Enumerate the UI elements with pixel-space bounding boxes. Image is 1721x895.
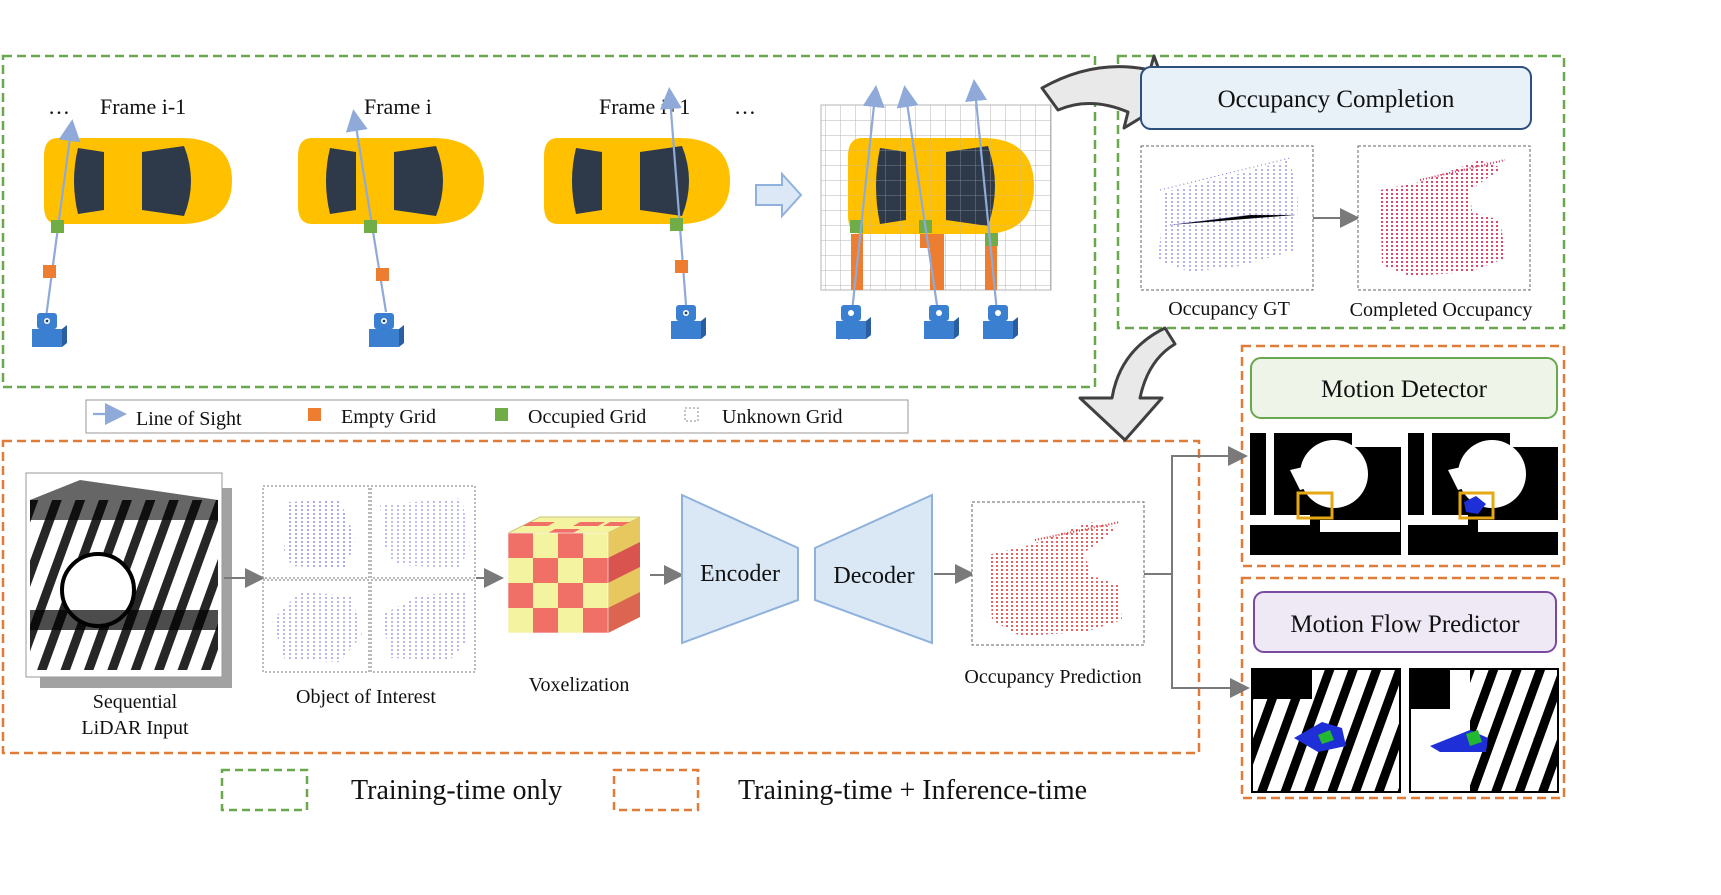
completion-title: Occupancy Completion: [1218, 86, 1455, 113]
training-only-region-completion: [1116, 54, 1566, 330]
occupied-cell: [364, 220, 377, 233]
branch-connector: [1171, 574, 1250, 698]
legend-line-of-sight: Line of Sight: [136, 408, 242, 430]
legend-empty-grid: Empty Grid: [341, 406, 436, 428]
legend-training-inference: Training-time + Inference-time: [738, 775, 1087, 806]
voxel-cube: [507, 516, 641, 634]
completed-occupancy-label: Completed Occupancy: [1350, 299, 1533, 321]
aggregate-arrow: [755, 171, 803, 219]
ellipsis-left: …: [48, 94, 70, 119]
car-frame-cur: [298, 138, 484, 224]
objects-of-interest: [262, 485, 476, 673]
car-frame-next: [544, 138, 730, 224]
motion-flow-bev-right: [1409, 668, 1559, 793]
legend-orange-swatch: [612, 768, 700, 812]
motion-detector-title-box: [1250, 357, 1558, 419]
motion-flow-title: Motion Flow Predictor: [1290, 611, 1520, 638]
motion-detector-title: Motion Detector: [1321, 376, 1488, 403]
training-only-region-top: [1, 54, 1097, 389]
completed-occupancy-points: [1380, 159, 1506, 276]
legend-occupied-icon: [495, 408, 508, 421]
sensor-frame-next: [671, 305, 706, 339]
empty-cell: [376, 268, 389, 281]
legend-occupied-grid: Occupied Grid: [528, 406, 646, 428]
inference-region-pipeline: [1, 439, 1201, 755]
occupancy-gt-label: Occupancy GT: [1168, 298, 1290, 320]
frame-next-label: Frame i+1: [599, 94, 690, 119]
branch-connector: [1144, 446, 1248, 575]
legend-empty-icon: [308, 408, 321, 421]
completion-title-box: [1140, 66, 1532, 130]
frame-prev-label: Frame i-1: [100, 94, 186, 119]
sensor-frame-prev: [32, 313, 67, 347]
occupancy-prediction-points: [988, 521, 1122, 636]
ellipsis-right: …: [734, 94, 756, 119]
frame-cur-label: Frame i: [364, 94, 432, 119]
car-frame-prev: [44, 138, 232, 224]
motion-flow-title-box: [1253, 591, 1557, 653]
motion-detector-bev-right: [1408, 433, 1558, 555]
objects-label: Object of Interest: [296, 686, 436, 708]
occupancy-gt-points: [1158, 157, 1298, 272]
decoder-block: [814, 493, 933, 645]
empty-cell: [43, 265, 56, 278]
motion-flow-bev-left: [1251, 668, 1401, 793]
empty-cell: [675, 260, 688, 273]
decoder-label: Decoder: [833, 563, 914, 589]
lidar-label-line1: Sequential: [93, 691, 178, 713]
legend-training-only: Training-time only: [351, 775, 562, 806]
voxel-label: Voxelization: [529, 674, 630, 696]
legend-unknown-icon: [684, 407, 699, 422]
occupancy-prediction-label: Occupancy Prediction: [964, 666, 1141, 688]
encoder-block: [681, 493, 799, 645]
aggregated-grid: [820, 79, 1052, 341]
legend-green-swatch: [220, 768, 309, 812]
legend-unknown-grid: Unknown Grid: [722, 406, 843, 428]
encoder-label: Encoder: [700, 561, 780, 587]
motion-detector-bev-left: [1250, 433, 1401, 555]
lidar-label-line2: LiDAR Input: [81, 717, 189, 739]
occupied-cell: [51, 220, 64, 233]
sensor-frame-cur: [369, 313, 404, 347]
curved-arrow-to-pipeline: [1078, 326, 1177, 442]
lidar-input-scan: [30, 480, 218, 670]
occupied-cell: [670, 218, 683, 231]
